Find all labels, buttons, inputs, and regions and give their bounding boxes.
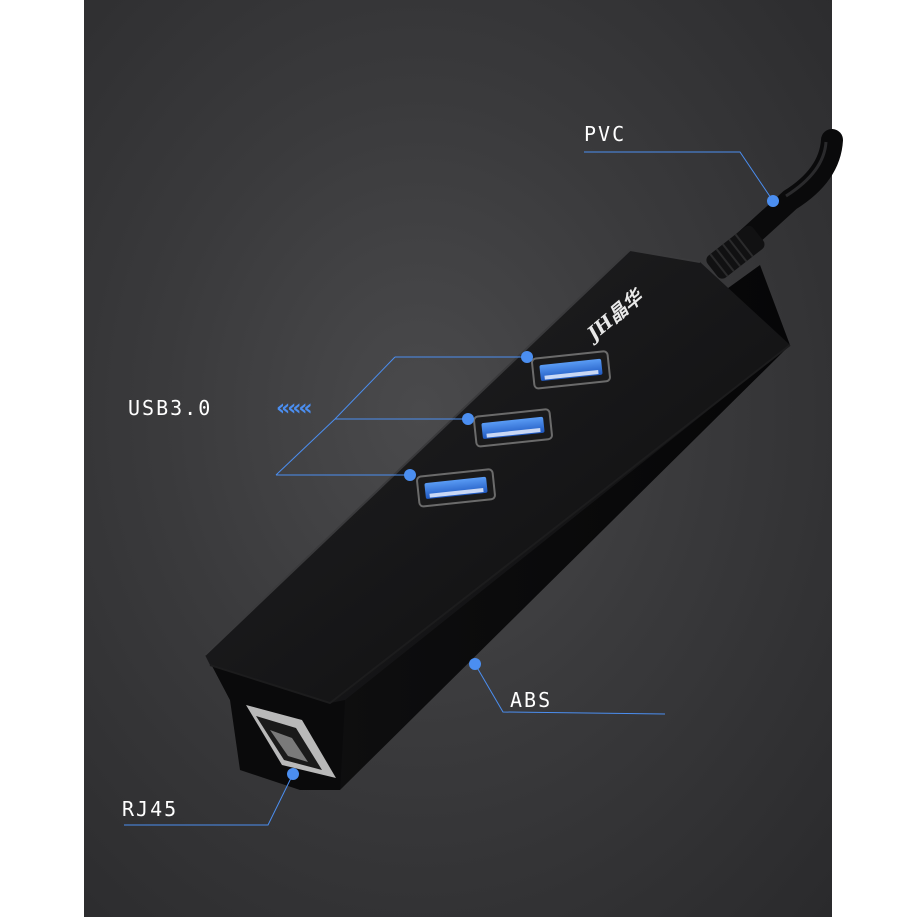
rj45-port — [246, 705, 336, 778]
usb3-label: USB3.0 — [128, 396, 213, 420]
rj45-label: RJ45 — [122, 797, 179, 821]
dot-usb-1 — [521, 351, 533, 363]
usb-port-1 — [531, 350, 611, 390]
dot-pvc — [767, 195, 779, 207]
dot-usb-2 — [462, 413, 474, 425]
dot-abs — [469, 658, 481, 670]
callout-dots — [287, 195, 779, 780]
usb-port-2 — [473, 408, 553, 448]
chevron-left-icon: ««« — [276, 396, 313, 421]
callout-lines — [124, 151, 774, 826]
dot-usb-3 — [404, 469, 416, 481]
usb-port-3 — [416, 468, 496, 508]
dot-rj45 — [287, 768, 299, 780]
strain-relief — [706, 225, 765, 279]
pvc-cable — [724, 129, 843, 261]
pvc-label: PVC — [584, 122, 627, 146]
abs-label: ABS — [510, 688, 553, 712]
hub-top-face — [205, 250, 790, 703]
